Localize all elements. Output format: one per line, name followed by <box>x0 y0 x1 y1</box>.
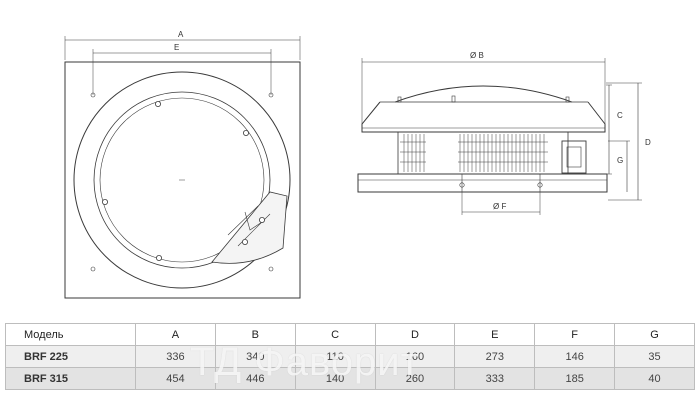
cell-e: 333 <box>454 367 536 390</box>
cell-d: 260 <box>374 367 456 390</box>
cell-model: BRF 315 <box>5 367 136 390</box>
label-c: C <box>617 111 623 120</box>
table-row: BRF 225 336 340 110 160 273 146 35 <box>5 345 695 368</box>
side-view <box>357 58 642 215</box>
col-header-model: Модель <box>5 323 136 346</box>
cell-c: 140 <box>294 367 376 390</box>
col-header-c: C <box>294 323 376 346</box>
specs-table: Модель A B C D E F G BRF 225 336 340 110… <box>5 323 695 390</box>
label-b: Ø B <box>470 51 484 60</box>
cell-f: 185 <box>534 367 616 390</box>
cell-a: 454 <box>135 367 216 390</box>
cell-f: 146 <box>534 345 616 368</box>
top-view <box>64 36 301 299</box>
col-header-g: G <box>614 323 695 346</box>
table-row: BRF 315 454 446 140 260 333 185 40 <box>5 367 695 390</box>
cell-b: 446 <box>214 367 296 390</box>
cell-d: 160 <box>374 345 456 368</box>
cell-model: BRF 225 <box>5 345 136 368</box>
cell-e: 273 <box>454 345 536 368</box>
col-header-f: F <box>534 323 616 346</box>
label-a: A <box>178 30 184 39</box>
label-e: E <box>174 43 179 52</box>
table-header-row: Модель A B C D E F G <box>5 323 695 346</box>
label-d: D <box>645 138 651 147</box>
col-header-e: E <box>454 323 536 346</box>
cell-a: 336 <box>135 345 216 368</box>
label-g: G <box>617 156 623 165</box>
col-header-b: B <box>214 323 296 346</box>
col-header-d: D <box>374 323 456 346</box>
cell-g: 40 <box>614 367 695 390</box>
cell-b: 340 <box>214 345 296 368</box>
technical-drawing: A E <box>64 30 651 299</box>
col-header-a: A <box>135 323 216 346</box>
cell-c: 110 <box>294 345 376 368</box>
label-f: Ø F <box>493 202 506 211</box>
cell-g: 35 <box>614 345 695 368</box>
